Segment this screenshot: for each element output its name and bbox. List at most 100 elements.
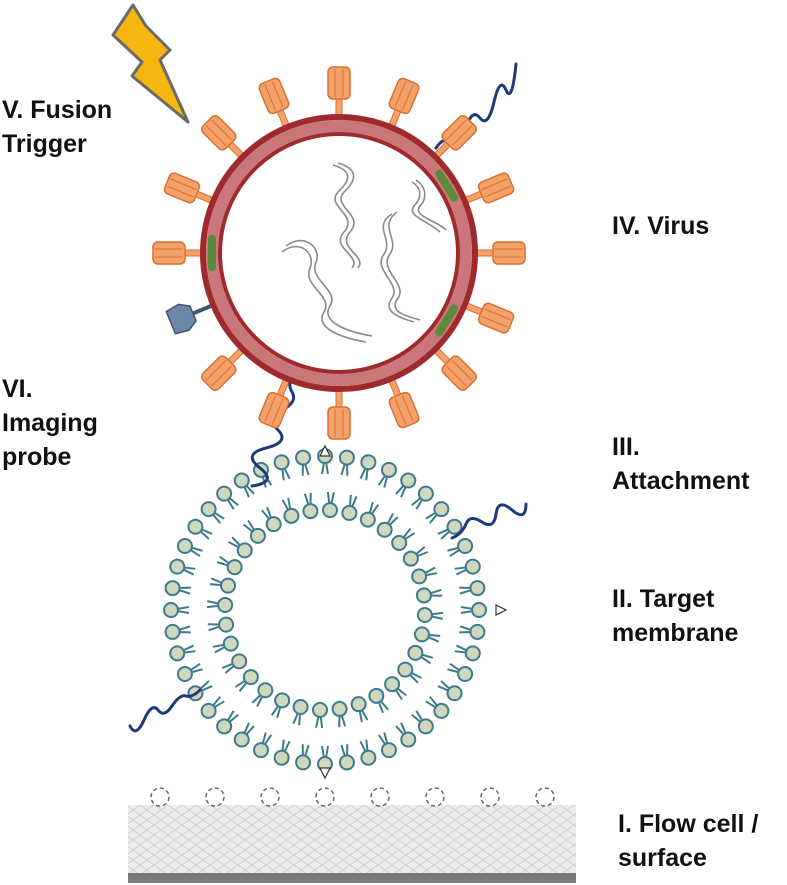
lipid (402, 546, 429, 567)
lightning-bolt-icon (111, 3, 190, 124)
spike-groove (481, 178, 508, 191)
lipid-head (283, 507, 300, 524)
spike-head (327, 406, 351, 440)
lipid (425, 501, 450, 524)
lipid-head (446, 518, 463, 535)
spike-groove (451, 360, 473, 381)
lipid (411, 485, 434, 510)
probe-strand-right (450, 502, 528, 540)
label-attachment: III. Attachment (612, 430, 750, 498)
lipid-head (176, 538, 193, 555)
lipid-head (464, 645, 481, 662)
spike-head (388, 77, 420, 115)
spike-groove (211, 365, 232, 387)
lipid (391, 527, 416, 551)
lipid (415, 587, 443, 604)
spike-groove (205, 360, 227, 381)
spike-groove (271, 81, 284, 108)
lipid-head (169, 558, 186, 575)
surface-layer (128, 805, 576, 875)
lipid-head (376, 521, 393, 538)
lipid (234, 669, 259, 693)
lipid (216, 555, 243, 576)
lipid-head (226, 559, 243, 576)
lipid-head (469, 580, 486, 597)
lipid-head (331, 700, 348, 717)
lipid (251, 682, 274, 707)
lipid (437, 518, 463, 540)
lipid (242, 519, 266, 544)
flow-cell-surface (128, 787, 576, 883)
lipid (384, 676, 408, 701)
lipid (312, 701, 329, 729)
lipid-head (216, 485, 233, 502)
lipid (395, 722, 417, 748)
spike-groove (446, 365, 467, 387)
lipid (407, 644, 434, 665)
lipid-head (233, 731, 250, 748)
lipid (169, 558, 196, 576)
lipid (459, 623, 486, 640)
lipid (411, 710, 434, 735)
triangle-marker (319, 767, 331, 780)
lipid-head (187, 518, 204, 535)
target-membrane-liposome (163, 444, 508, 780)
spike-groove (446, 119, 467, 141)
lipid-head (338, 754, 355, 771)
lipid (377, 461, 397, 488)
lipid (359, 454, 377, 481)
surface-anchor (150, 787, 170, 807)
label-line: IV. Virus (612, 212, 710, 240)
lipid (233, 722, 255, 748)
lipid (281, 497, 300, 524)
lipid (164, 623, 191, 640)
lipid (359, 501, 380, 528)
lipid-head (257, 682, 274, 699)
lipid (270, 692, 291, 719)
lipid (460, 602, 487, 618)
lipid (261, 506, 282, 533)
spike-head (201, 355, 237, 391)
lipid (273, 739, 291, 766)
lipid (273, 454, 291, 481)
spike-head (163, 172, 201, 204)
surface-anchor (315, 787, 335, 807)
label-line: V. Fusion (2, 96, 113, 124)
spike-groove (264, 84, 277, 111)
lipid-head (457, 538, 474, 555)
surface-anchor (480, 787, 500, 807)
spike-groove (451, 125, 473, 146)
lipid-head (274, 692, 291, 709)
lipid (216, 710, 239, 735)
genome-strand (337, 162, 361, 269)
label-line: probe (2, 443, 72, 471)
label-target-membrane: II. Target membrane (612, 582, 738, 650)
label-imaging-probe: VI. Imaging probe (2, 372, 98, 474)
spike-groove (481, 315, 508, 328)
genome-strand (411, 181, 441, 233)
spike-groove (170, 178, 197, 191)
surface-anchor (205, 787, 225, 807)
lipid-head (292, 698, 309, 715)
surface-anchor (535, 787, 555, 807)
lipid (176, 538, 203, 558)
lipid (221, 653, 248, 674)
lipid (216, 485, 239, 510)
lipid-head (265, 516, 282, 533)
lipid (411, 566, 438, 585)
spike-groove (484, 185, 511, 198)
spike-protein (327, 386, 351, 440)
virus-envelope-outer (200, 114, 478, 392)
lipid-head (471, 602, 487, 618)
lipid (437, 680, 463, 702)
label-line: Trigger (2, 130, 87, 158)
lipid-head (338, 449, 355, 466)
label-flow-cell: I. Flow cell / surface (618, 807, 758, 875)
surface-base (128, 873, 576, 883)
genome-strand (281, 245, 367, 343)
protein-stalk (192, 302, 216, 316)
lipid-head (216, 718, 233, 735)
lipid-head (457, 665, 474, 682)
spike-head (492, 241, 526, 265)
triangle-marker (319, 444, 331, 457)
